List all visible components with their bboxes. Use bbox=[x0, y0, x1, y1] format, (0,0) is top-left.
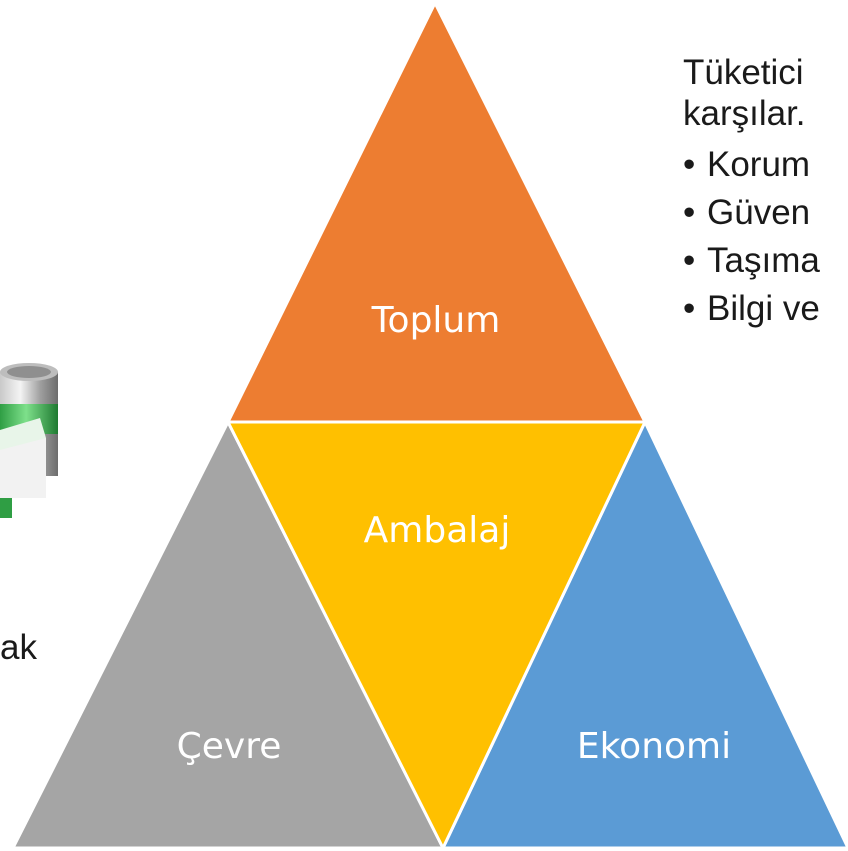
top-triangle-label: Toplum bbox=[371, 300, 501, 341]
left-text-fragment: ak bbox=[0, 628, 37, 667]
green-can-image bbox=[0, 363, 58, 518]
right-triangle-label: Ekonomi bbox=[577, 726, 731, 767]
bullet-icon: • bbox=[683, 240, 696, 280]
bullet-text: Korum bbox=[707, 144, 811, 184]
list-item: • Bilgi ve bbox=[683, 284, 820, 332]
bullet-icon: • bbox=[683, 144, 696, 184]
intro-paragraph: Tüketici karşılar. bbox=[683, 52, 820, 134]
list-item: • Taşıma bbox=[683, 236, 820, 284]
bullet-icon: • bbox=[683, 288, 696, 328]
top-triangle bbox=[226, 1, 647, 424]
list-item: • Güven bbox=[683, 188, 820, 236]
bullet-list: • Korum • Güven • Taşıma • Bilgi ve bbox=[683, 140, 820, 332]
intro-line-2: karşılar. bbox=[683, 94, 806, 133]
description-text: Tüketici karşılar. • Korum • Güven • Taş… bbox=[683, 52, 820, 332]
list-item: • Korum bbox=[683, 140, 820, 188]
bullet-text: Taşıma bbox=[707, 240, 820, 280]
center-triangle-label: Ambalaj bbox=[364, 510, 511, 551]
bullet-icon: • bbox=[683, 192, 696, 232]
bullet-text: Bilgi ve bbox=[707, 288, 820, 328]
intro-line-1: Tüketici bbox=[683, 53, 804, 92]
center-triangle bbox=[226, 420, 647, 850]
bullet-text: Güven bbox=[707, 192, 811, 232]
left-triangle-label: Çevre bbox=[177, 726, 282, 767]
